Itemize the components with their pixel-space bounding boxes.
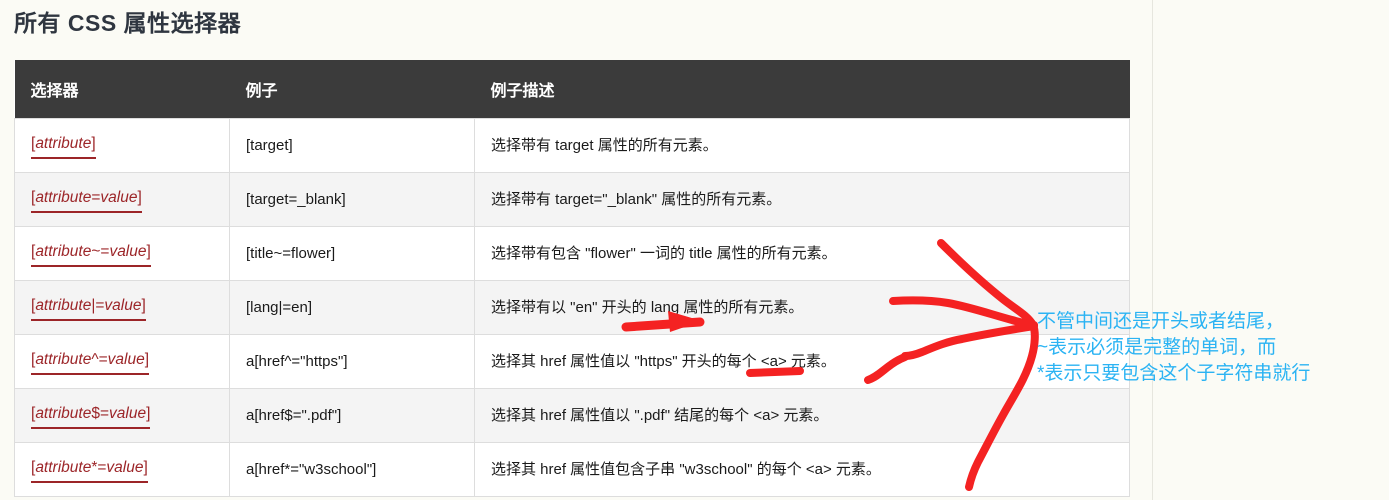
cell-description: 选择其 href 属性值以 ".pdf" 结尾的每个 <a> 元素。 [474,388,1130,443]
table-body: [attribute] [target] 选择带有 target 属性的所有元素… [14,118,1130,497]
selector-bracket-close: ] [146,404,151,422]
column-header-selector: 选择器 [14,60,230,119]
cell-example: [target] [229,118,475,173]
cell-example: a[href$=".pdf"] [229,388,475,443]
selector-operator: ^= [91,350,108,368]
blue-annotation-note: 不管中间还是开头或者结尾， ~表示必须是完整的单词，而 *表示只要包含这个子字符… [1037,309,1389,387]
cell-selector: [attribute] [14,118,230,173]
selector-bracket-open: [ [31,458,36,476]
selector-bracket-open: [ [31,350,36,368]
selector-attribute: attribute [35,350,92,368]
selector-value: value [104,296,142,314]
table-header: 选择器 例子 例子描述 [14,60,1130,119]
cell-selector: [attribute*=value] [14,442,230,497]
cell-example: a[href^="https"] [229,334,475,389]
cell-description: 选择带有 target="_blank" 属性的所有元素。 [474,172,1130,227]
selector-code: [attribute^=value] [31,349,150,375]
selector-code: [attribute=value] [31,187,142,213]
selector-operator: ~= [91,242,110,260]
column-header-example: 例子 [229,60,475,119]
description-text: 选择其 href 属性值以 ".pdf" 结尾的每个 <a> 元素。 [491,406,829,424]
table-row: [attribute|=value] [lang|=en] 选择带有以 "en"… [14,280,1130,335]
selector-value: value [100,188,138,206]
selector-attribute: attribute [35,404,92,422]
selector-bracket-close: ] [143,458,148,476]
example-code: a[href$=".pdf"] [246,406,342,424]
selector-attribute: attribute [35,134,92,152]
selector-attribute: attribute [35,296,92,314]
selector-bracket-close: ] [146,242,151,260]
selector-operator: = [91,188,101,206]
example-code: [target=_blank] [246,190,346,208]
selector-operator: $= [91,404,110,422]
content-pane: 所有 CSS 属性选择器 选择器 例子 例子描述 [attribute] [ta… [14,10,1130,497]
selector-bracket-close: ] [144,350,150,368]
css-attribute-selectors-table: 选择器 例子 例子描述 [attribute] [target] 选择带有 ta… [14,60,1130,497]
right-empty-pane [1152,0,1389,500]
example-code: [lang|=en] [246,298,313,316]
selector-operator: |= [91,296,105,314]
cell-description: 选择带有 target 属性的所有元素。 [474,118,1130,173]
table-row: [attribute$=value] a[href$=".pdf"] 选择其 h… [14,388,1130,443]
cell-description: 选择带有以 "en" 开头的 lang 属性的所有元素。 [474,280,1130,335]
description-text: 选择其 href 属性值包含子串 "w3school" 的每个 <a> 元素。 [491,460,881,478]
selector-bracket-open: [ [31,242,36,260]
cell-selector: [attribute^=value] [14,334,230,389]
cell-example: [lang|=en] [229,280,475,335]
selector-bracket-open: [ [31,188,36,206]
selector-attribute: attribute [35,188,92,206]
table-header-row: 选择器 例子 例子描述 [14,60,1130,119]
cell-description: 选择带有包含 "flower" 一词的 title 属性的所有元素。 [474,226,1130,281]
cell-selector: [attribute$=value] [14,388,230,443]
cell-example: [target=_blank] [229,172,475,227]
table-row: [attribute] [target] 选择带有 target 属性的所有元素… [14,118,1130,173]
table-row: [attribute*=value] a[href*="w3school"] 选… [14,442,1130,497]
cell-example: a[href*="w3school"] [229,442,475,497]
example-code: [target] [246,136,293,154]
selector-bracket-open: [ [31,134,36,152]
selector-code: [attribute*=value] [31,457,148,483]
cell-description: 选择其 href 属性值以 "https" 开头的每个 <a> 元素。 [474,334,1130,389]
description-text: 选择带有 target 属性的所有元素。 [491,136,718,154]
description-text: 选择带有以 "en" 开头的 lang 属性的所有元素。 [491,298,804,316]
example-code: [title~=flower] [246,244,336,262]
page-title: 所有 CSS 属性选择器 [14,10,242,36]
blue-note-line-3: *表示只要包含这个子字符串就行 [1037,363,1311,384]
cell-selector: [attribute=value] [14,172,230,227]
selector-bracket-close: ] [91,134,96,152]
cell-description: 选择其 href 属性值包含子串 "w3school" 的每个 <a> 元素。 [474,442,1130,497]
cell-example: [title~=flower] [229,226,475,281]
selector-attribute: attribute [35,242,92,260]
example-code: a[href*="w3school"] [246,460,377,478]
selector-value: value [109,404,147,422]
selector-bracket-close: ] [137,188,142,206]
selector-bracket-open: [ [31,404,36,422]
description-text: 选择带有包含 "flower" 一词的 title 属性的所有元素。 [491,244,837,262]
selector-bracket-close: ] [141,296,146,314]
blue-note-line-2: ~表示必须是完整的单词，而 [1037,337,1277,358]
description-text: 选择带有 target="_blank" 属性的所有元素。 [491,190,782,208]
column-header-description: 例子描述 [474,60,1130,119]
table-row: [attribute~=value] [title~=flower] 选择带有包… [14,226,1130,281]
selector-attribute: attribute [35,458,92,476]
selector-operator: *= [91,458,107,476]
blue-note-line-1: 不管中间还是开头或者结尾， [1037,311,1285,332]
selector-value: value [107,350,145,368]
selector-bracket-open: [ [31,296,36,314]
selector-code: [attribute$=value] [31,403,151,429]
selector-value: value [106,458,144,476]
cell-selector: [attribute~=value] [14,226,230,281]
table-row: [attribute=value] [target=_blank] 选择带有 t… [14,172,1130,227]
selector-code: [attribute|=value] [31,295,146,321]
example-code: a[href^="https"] [246,352,348,370]
description-text: 选择其 href 属性值以 "https" 开头的每个 <a> 元素。 [491,352,836,370]
cell-selector: [attribute|=value] [14,280,230,335]
table-row: [attribute^=value] a[href^="https"] 选择其 … [14,334,1130,389]
selector-value: value [109,242,147,260]
selector-code: [attribute] [31,133,96,159]
selector-code: [attribute~=value] [31,241,151,267]
